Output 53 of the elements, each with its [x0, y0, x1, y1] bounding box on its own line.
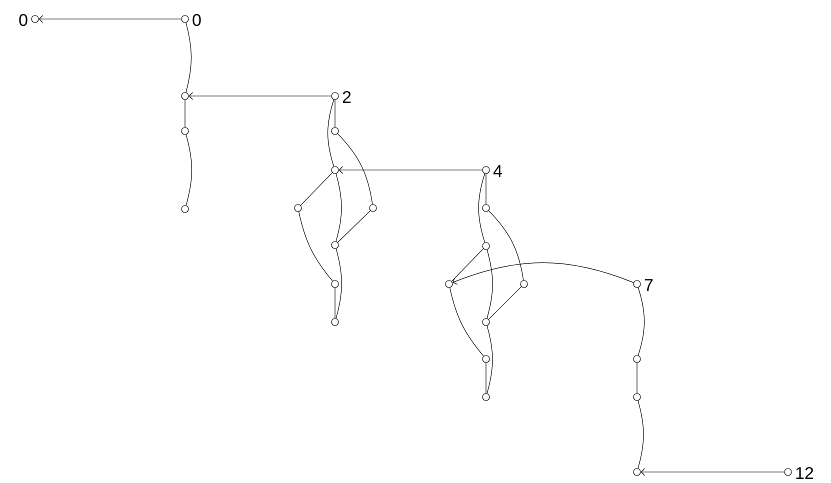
edge-line — [300, 172, 333, 206]
edge-line — [478, 173, 486, 243]
arrow — [338, 166, 482, 174]
node-circle — [520, 280, 528, 288]
node-circle — [482, 242, 490, 250]
node-circle — [331, 280, 339, 288]
node-circle — [181, 92, 189, 100]
node-circle — [633, 468, 641, 476]
node-circle — [482, 393, 490, 401]
edge-line — [334, 288, 336, 318]
edge-line — [636, 362, 638, 394]
arrow — [452, 262, 634, 285]
node-circle — [294, 204, 302, 212]
node-circle — [331, 127, 339, 135]
edge-line — [450, 287, 484, 356]
arrow — [640, 468, 784, 476]
edge-line — [298, 211, 333, 282]
edge-line — [488, 286, 522, 320]
node-label: 0 — [192, 14, 201, 26]
node-circle — [331, 166, 339, 174]
node-circle — [181, 205, 189, 213]
edge-line — [328, 99, 334, 167]
node-circle — [369, 204, 377, 212]
arrow — [188, 92, 332, 100]
edge-line — [336, 173, 342, 242]
node-circle — [181, 127, 189, 135]
node-circle — [482, 318, 490, 326]
node-circle — [633, 393, 641, 401]
edge-line — [486, 249, 493, 319]
node-circle — [331, 318, 339, 326]
node-circle — [482, 204, 490, 212]
edge-line — [638, 400, 644, 469]
edge-line — [186, 134, 192, 206]
edge-line — [337, 210, 371, 243]
edge-line — [486, 325, 493, 394]
node-label: 2 — [342, 91, 351, 103]
edge-line — [336, 248, 342, 319]
node-label: 12 — [796, 467, 814, 479]
node-label: 4 — [493, 165, 502, 177]
edge-line — [334, 100, 336, 128]
node-circle — [633, 355, 641, 363]
edge-line — [337, 133, 373, 205]
node-label: 7 — [644, 279, 653, 291]
edge-line — [488, 210, 524, 281]
arrow — [38, 15, 182, 23]
edge-line — [451, 248, 484, 282]
edge-line — [638, 287, 645, 356]
node-circle — [331, 241, 339, 249]
node-circle — [445, 280, 453, 288]
node-label: 0 — [19, 14, 28, 26]
node-circle — [482, 355, 490, 363]
edge-line — [184, 100, 186, 128]
edge-line — [186, 22, 192, 93]
